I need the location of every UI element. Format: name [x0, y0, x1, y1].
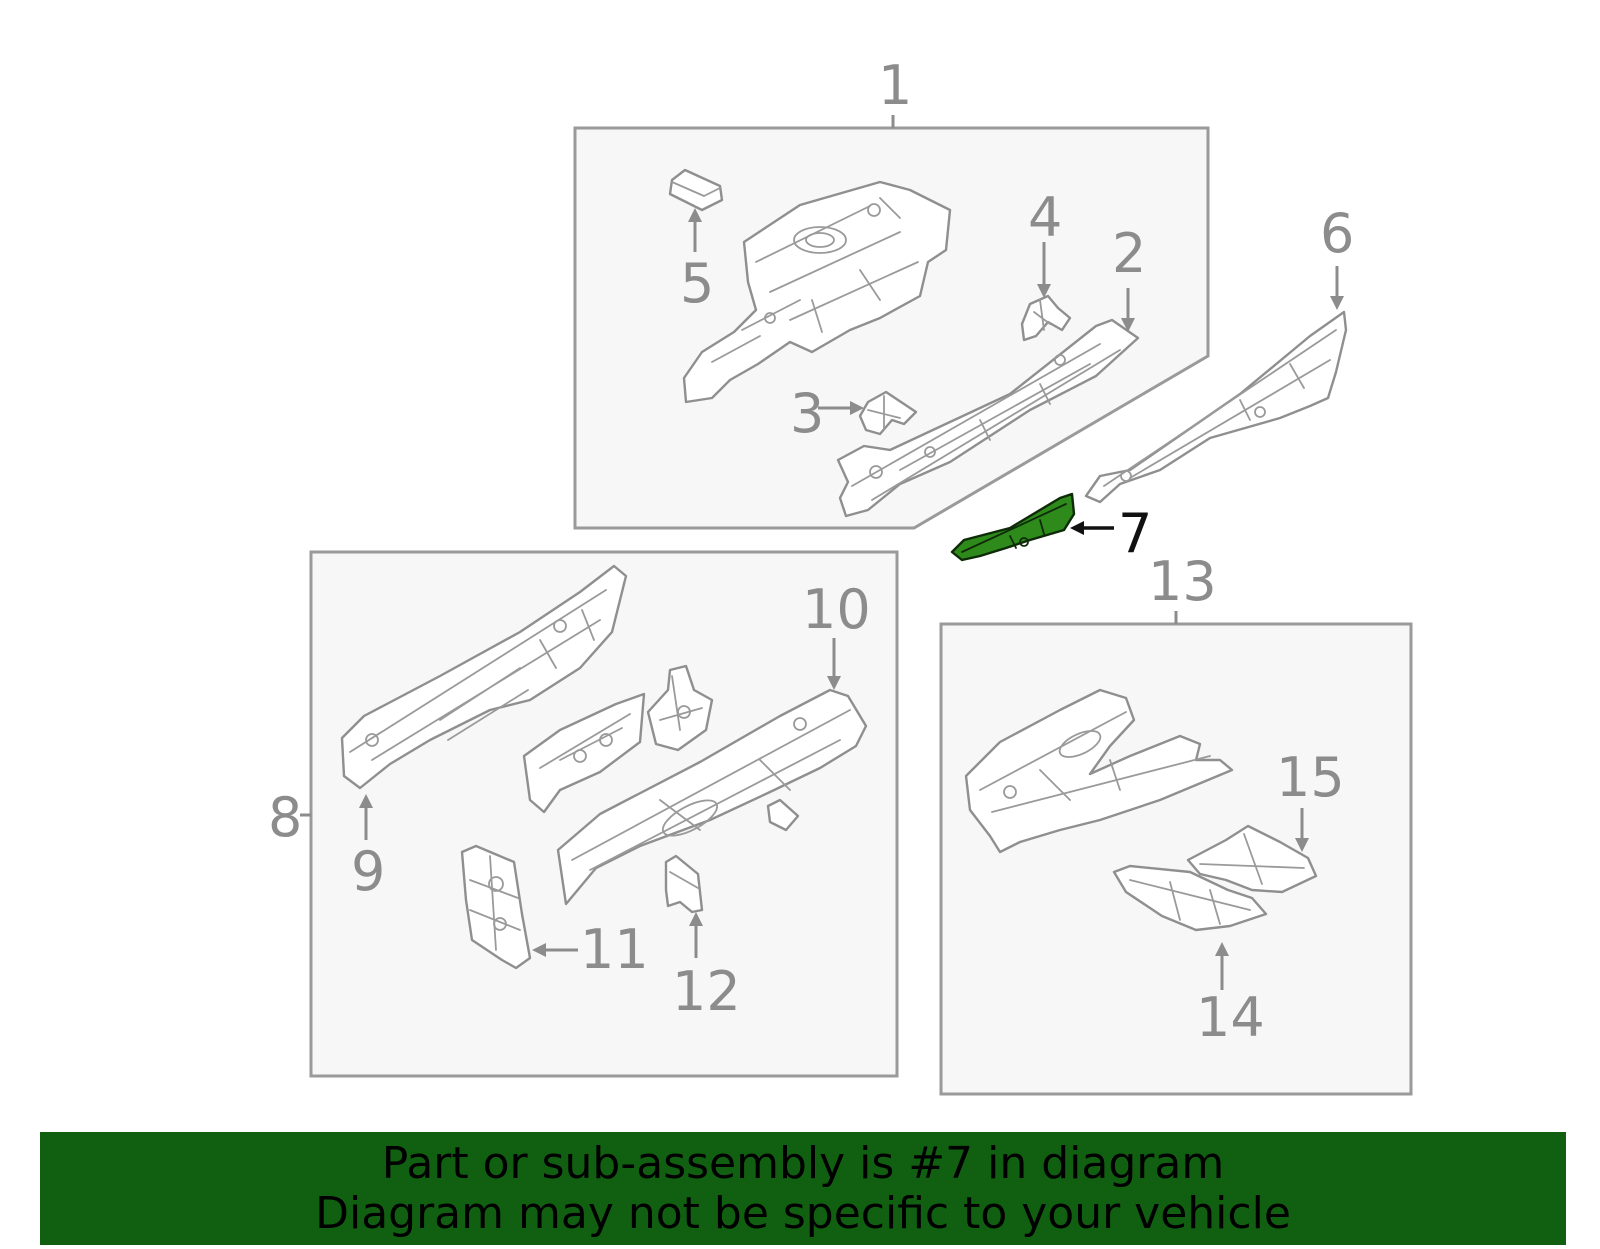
- label-3: 3: [790, 382, 824, 445]
- arrowhead-2: [1121, 318, 1135, 332]
- label-11: 11: [580, 918, 649, 981]
- part-12-bracket: [664, 854, 704, 914]
- part-9-side-member: [340, 564, 628, 790]
- arrowhead-11: [532, 943, 546, 957]
- label-12: 12: [672, 960, 741, 1023]
- label-2: 2: [1112, 222, 1146, 285]
- label-5: 5: [680, 252, 714, 315]
- banner-line-disclaimer: Diagram may not be specific to your vehi…: [315, 1187, 1291, 1239]
- label-4: 4: [1028, 186, 1062, 249]
- banner-line-part: Part or sub-assembly is #7 in diagram: [381, 1137, 1225, 1189]
- part-13-floor-member: [964, 688, 1234, 854]
- label-15: 15: [1276, 746, 1345, 809]
- part-11-panel: [460, 844, 532, 970]
- arrowhead-6: [1330, 296, 1344, 310]
- part-10-side-member: [556, 688, 868, 906]
- info-banner: Part or sub-assembly is #7 in diagram Di…: [40, 1132, 1566, 1245]
- part-3-bracket: [858, 390, 918, 436]
- part-6-rear-member: [1084, 310, 1348, 504]
- label-1: 1: [878, 54, 912, 117]
- part-1-apron: [682, 180, 952, 404]
- part-box8-bracket-a: [522, 692, 646, 814]
- label-14: 14: [1196, 986, 1265, 1049]
- part-5-bracket: [668, 168, 724, 212]
- part-15-floor-pan: [1186, 824, 1318, 894]
- part-14-crossmember: [1112, 864, 1268, 932]
- part-2-side-member: [836, 318, 1140, 518]
- label-10: 10: [802, 578, 871, 641]
- arrowhead-15: [1295, 838, 1309, 852]
- parts-diagram: 1 8 13 5 4 3: [268, 54, 1413, 1096]
- arrowhead-7: [1070, 521, 1084, 535]
- group-box-1: [573, 126, 1210, 530]
- arrowhead-3: [850, 401, 864, 415]
- arrowhead-14: [1215, 942, 1229, 956]
- arrowhead-5: [688, 208, 702, 222]
- arrowhead-10: [827, 676, 841, 690]
- arrowhead-9: [359, 794, 373, 808]
- part-box8-tab: [766, 798, 800, 832]
- part-7-reinforcement: [950, 492, 1076, 562]
- arrowhead-12: [689, 912, 703, 926]
- label-7: 7: [1118, 502, 1152, 565]
- label-6: 6: [1320, 202, 1354, 265]
- group-box-13: [939, 622, 1413, 1096]
- label-13: 13: [1148, 550, 1217, 613]
- label-9: 9: [351, 840, 385, 903]
- arrowhead-4: [1037, 284, 1051, 298]
- label-8: 8: [268, 786, 302, 849]
- part-box8-bracket-b: [646, 664, 714, 752]
- part-4-bracket: [1020, 294, 1072, 342]
